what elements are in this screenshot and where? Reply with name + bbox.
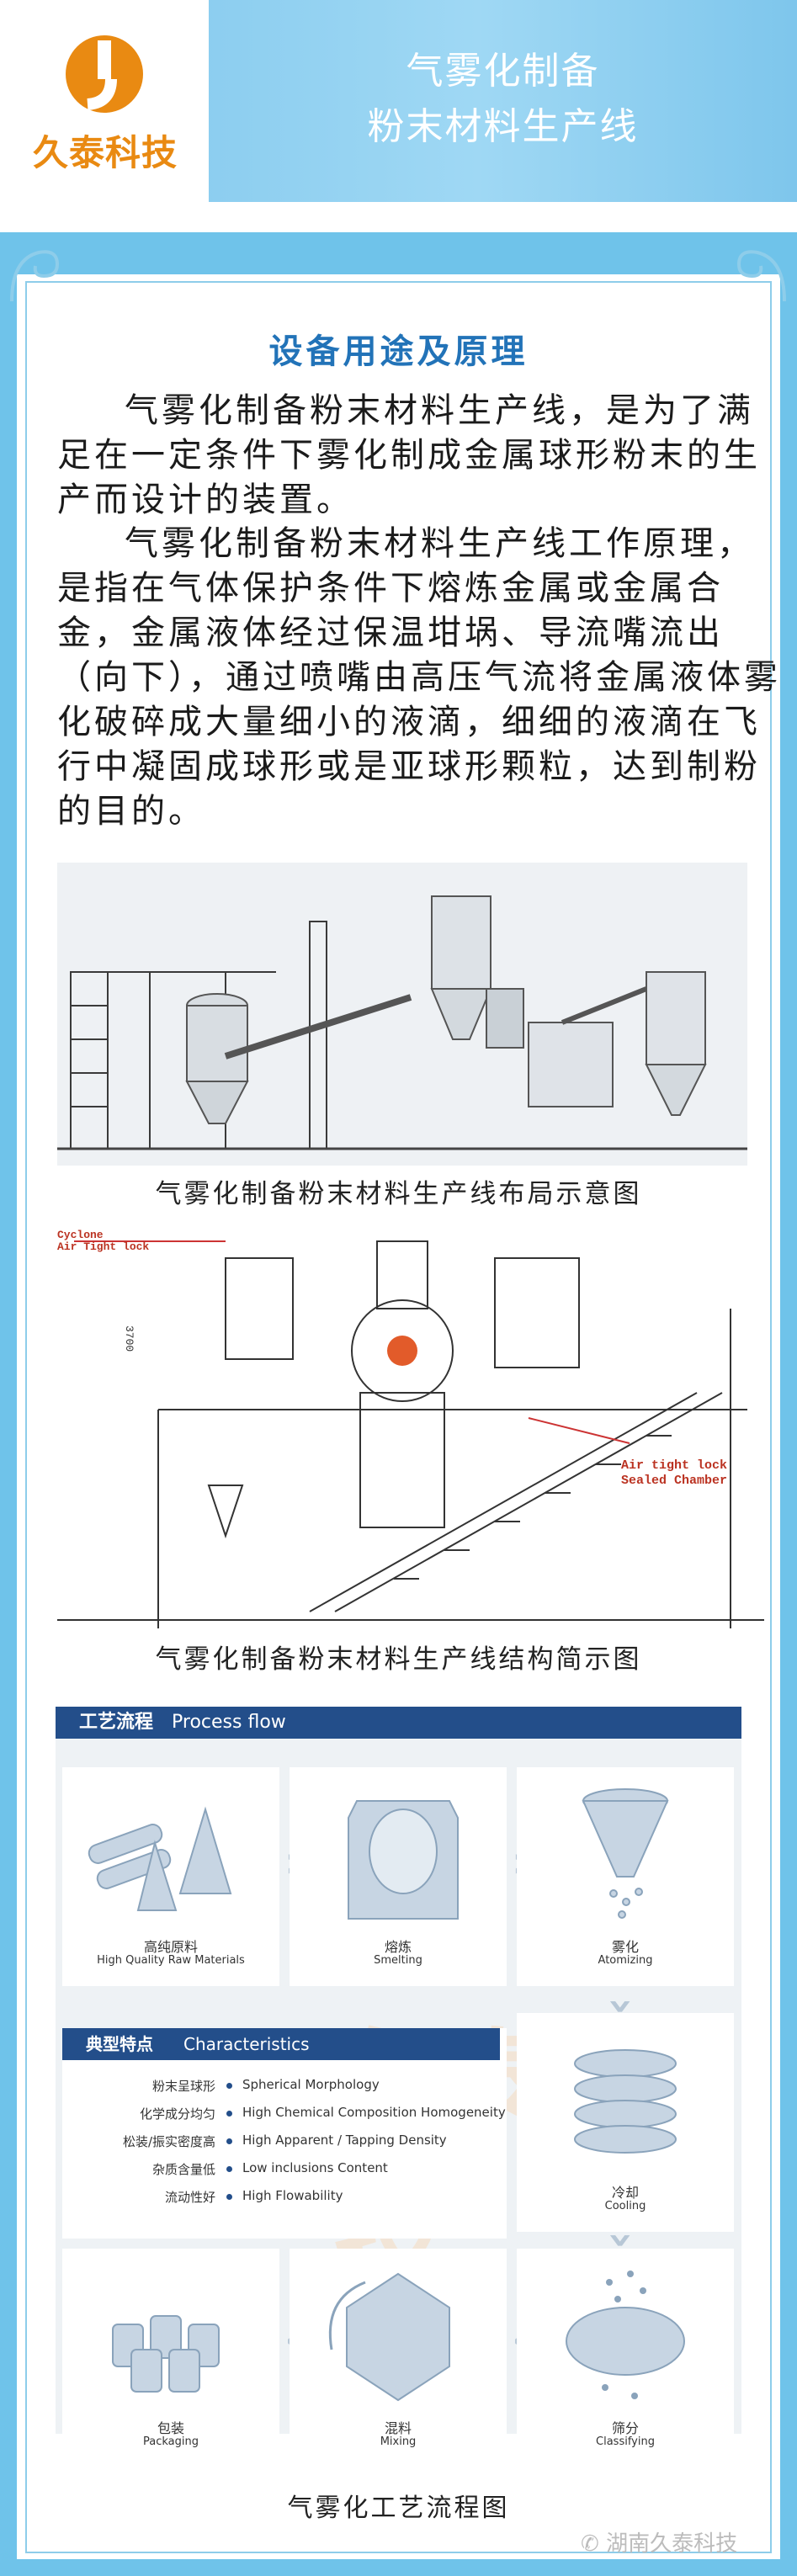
char-cn: 杂质含量低: [151, 2162, 215, 2177]
char-cn: 流动性好: [164, 2190, 215, 2205]
structure-diagram-image: Cyclone Air Tight lock 3700 Air tight lo…: [57, 1224, 764, 1628]
characteristics-panel: 典型特点 Characteristics 粉末呈球形 Spherical Morph…: [62, 2028, 507, 2239]
title-line-1: 气雾化制备: [406, 50, 600, 93]
credit-text: 湖南久泰科技: [606, 2531, 738, 2557]
characteristic-item: 松装/振实密度高 High Apparent / Tapping Density: [62, 2133, 507, 2159]
step-label-cn: 混料: [384, 2420, 412, 2436]
label-airlock: Air Tight lock: [57, 1240, 149, 1253]
characteristic-item: 化学成分均匀 High Chemical Composition Homogene…: [62, 2105, 507, 2132]
process-flow-header: 工艺流程 Process flow: [56, 1707, 741, 1739]
classifying-icon: [566, 2271, 685, 2399]
step-mixing: 混料 Mixing: [290, 2249, 507, 2467]
char-header-cn: 典型特点: [86, 2034, 153, 2054]
characteristic-item: 粉末呈球形 Spherical Morphology: [62, 2077, 507, 2104]
char-en: Low inclusions Content: [242, 2160, 388, 2175]
bullet-icon: [226, 2138, 232, 2144]
atomizing-icon: [582, 1788, 669, 1919]
step-cooling: 冷却 Cooling: [517, 2013, 734, 2232]
characteristics-header: 典型特点 Characteristics: [62, 2028, 500, 2060]
step-label-en: Classifying: [596, 2435, 655, 2448]
label-dimension: 3700: [123, 1325, 135, 1352]
char-en: Spherical Morphology: [242, 2077, 380, 2092]
section-title: 设备用途及原理: [268, 332, 529, 371]
cooling-icon: [574, 2049, 677, 2154]
characteristic-item: 流动性好 High Flowability: [62, 2188, 507, 2215]
bullet-icon: [226, 2194, 232, 2200]
production-line-layout-image: [57, 863, 747, 1166]
arrow-down-icon: ›: [596, 2231, 647, 2249]
wechat-icon: ✆: [581, 2531, 607, 2557]
step-label-en: High Quality Raw Materials: [97, 1954, 245, 1967]
figure3-caption: 气雾化工艺流程图: [287, 2494, 510, 2523]
mixing-icon: [328, 2272, 450, 2402]
title-line-2: 粉末材料生产线: [367, 105, 639, 148]
smelting-icon: [348, 1800, 459, 1920]
panel-border: [25, 281, 772, 2553]
wechat-credit: ✆ 湖南久泰科技: [581, 2526, 737, 2557]
step-label-cn: 熔炼: [384, 1939, 412, 1955]
char-header-en: Characteristics: [183, 2034, 310, 2054]
process-header-en: Process flow: [172, 1712, 286, 1733]
char-en: High Apparent / Tapping Density: [242, 2133, 447, 2148]
char-en: High Chemical Composition Homogeneity: [242, 2105, 506, 2120]
brand-logo-icon: [66, 35, 143, 113]
corner-ornament-right-icon: [736, 250, 786, 302]
step-classifying: 筛分 Classifying: [517, 2249, 734, 2467]
label-cyclone: Cyclone: [57, 1229, 104, 1241]
bullet-icon: [226, 2083, 232, 2089]
step-label-en: Mixing: [380, 2435, 417, 2448]
intro-paragraph: 气雾化制备粉末材料生产线，是为了满足在一定条件下雾化制成金属球形粉末的生产而设计…: [57, 391, 761, 519]
page-title: 气雾化制备 粉末材料生产线: [209, 44, 797, 155]
step-label-en: Cooling: [604, 2200, 646, 2212]
logo: 久泰科技: [0, 0, 209, 202]
char-cn: 松装/振实密度高: [122, 2134, 215, 2149]
step-raw-materials: 高纯原料 High Quality Raw Materials: [62, 1767, 279, 1986]
figure1-caption: 气雾化制备粉末材料生产线布局示意图: [155, 1179, 642, 1209]
step-smelting: 熔炼 Smelting: [290, 1767, 507, 1986]
char-cn: 化学成分均匀: [139, 2106, 215, 2122]
figure2-caption: 气雾化制备粉末材料生产线结构简示图: [155, 1644, 642, 1675]
step-label-cn: 筛分: [611, 2420, 639, 2436]
brand-name: 久泰科技: [32, 132, 178, 173]
step-label-en: Smelting: [374, 1954, 422, 1967]
packaging-icon: [112, 2315, 220, 2393]
step-label-cn: 高纯原料: [143, 1939, 198, 1955]
step-label-cn: 雾化: [611, 1939, 639, 1955]
label-sealed-chamber: Sealed Chamber: [621, 1474, 727, 1488]
principle-paragraph: 气雾化制备粉末材料生产线工作原理，是指在气体保护条件下熔炼金属或金属合金，金属液…: [57, 524, 781, 831]
char-cn: 粉末呈球形: [151, 2079, 215, 2094]
label-air-tight-lock: Air tight lock: [621, 1458, 727, 1473]
header-divider: [0, 202, 797, 232]
step-packaging: 包装 Packaging: [62, 2249, 279, 2467]
raw-materials-icon: [88, 1806, 232, 1911]
process-header-cn: 工艺流程: [79, 1712, 154, 1733]
step-atomizing: 雾化 Atomizing: [517, 1767, 734, 1986]
step-label-cn: 冷却: [611, 2185, 639, 2201]
char-en: High Flowability: [242, 2188, 343, 2203]
characteristic-item: 杂质含量低 Low inclusions Content: [62, 2160, 507, 2187]
step-label-en: Packaging: [143, 2435, 199, 2448]
step-label-cn: 包装: [157, 2420, 184, 2436]
step-label-en: Atomizing: [598, 1954, 653, 1967]
bullet-icon: [226, 2111, 232, 2117]
corner-ornament-left-icon: [10, 250, 60, 302]
header-banner: 久泰科技 气雾化制备 粉末材料生产线: [0, 0, 797, 202]
bullet-icon: [226, 2166, 232, 2172]
